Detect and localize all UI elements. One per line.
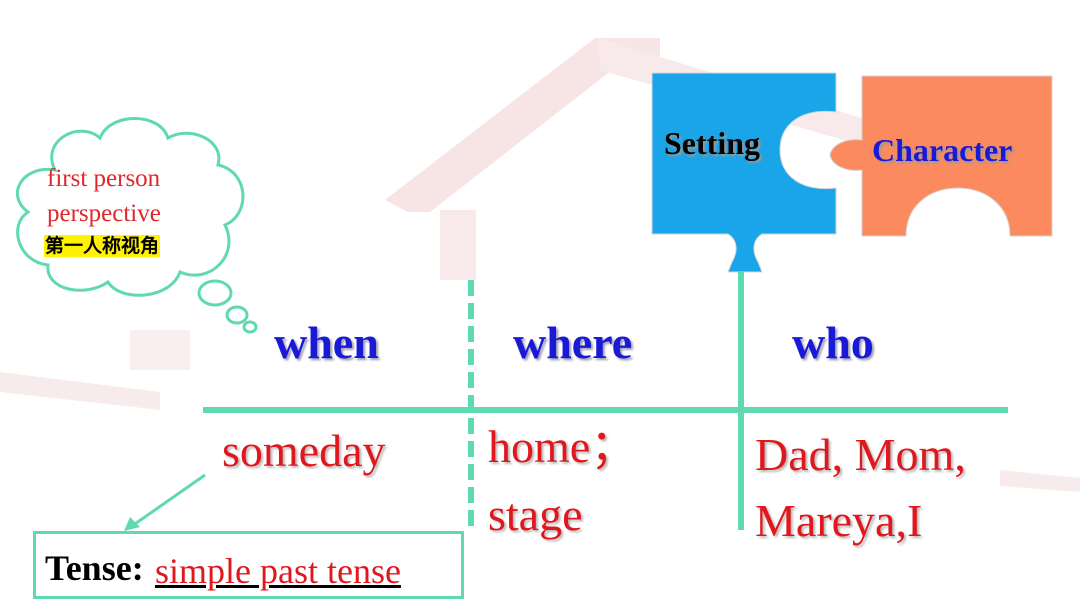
table-lines bbox=[124, 272, 1008, 531]
header-who: who bbox=[792, 317, 874, 368]
thought-line-2: perspective bbox=[47, 200, 161, 227]
value-who-2: Mareya,I bbox=[755, 495, 923, 546]
setting-piece bbox=[651, 72, 837, 273]
puzzle-icon bbox=[651, 72, 1053, 273]
setting-label: Setting bbox=[664, 125, 760, 161]
tense-label: Tense: bbox=[45, 548, 144, 588]
value-when: someday bbox=[222, 425, 386, 476]
value-who-1: Dad, Mom, bbox=[755, 429, 966, 480]
header-where: where bbox=[513, 317, 633, 368]
tense-box bbox=[33, 531, 464, 599]
thought-line-1: first person bbox=[47, 165, 161, 192]
thought-chinese: 第一人称视角 bbox=[44, 235, 161, 257]
tense-value: simple past tense bbox=[155, 551, 401, 591]
character-piece bbox=[829, 75, 1053, 237]
value-where-2: stage bbox=[488, 489, 583, 540]
character-label: Character bbox=[872, 132, 1013, 168]
header-when: when bbox=[274, 317, 379, 368]
value-where-1: home； bbox=[488, 421, 637, 472]
